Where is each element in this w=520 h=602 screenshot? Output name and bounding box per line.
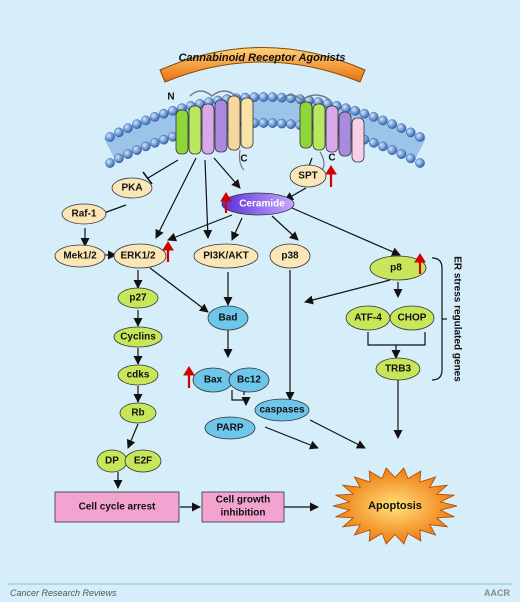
lipid-bead bbox=[396, 149, 407, 159]
lipid-bead bbox=[140, 141, 151, 152]
lipid-bead bbox=[405, 153, 416, 164]
cdks-node bbox=[117, 364, 159, 386]
lipid-bead bbox=[378, 115, 388, 126]
bad-node bbox=[207, 305, 249, 331]
lipid-bead bbox=[368, 112, 379, 122]
atf4-node bbox=[345, 305, 391, 331]
lipid-bead bbox=[140, 115, 151, 126]
raf1-node bbox=[61, 203, 107, 225]
erk12-node bbox=[113, 243, 167, 269]
pka-node bbox=[111, 177, 153, 199]
trb3-node bbox=[375, 357, 421, 381]
spt-node bbox=[289, 164, 327, 188]
lipid-bead bbox=[258, 118, 269, 128]
lipid-bead bbox=[158, 134, 169, 145]
lipid-bead bbox=[368, 138, 379, 148]
lipid-bead bbox=[396, 123, 407, 133]
chop-node bbox=[389, 305, 435, 331]
lipid-bead bbox=[167, 106, 178, 116]
p8-node bbox=[369, 255, 427, 281]
receptor-helices-1 bbox=[175, 90, 254, 155]
rb-node bbox=[119, 402, 157, 424]
lipid-bead bbox=[387, 119, 398, 129]
c-terminal-label-1: C bbox=[240, 153, 248, 165]
upregulation-arrows bbox=[162, 165, 426, 388]
bax-node bbox=[192, 367, 234, 393]
lipid-bead bbox=[114, 127, 124, 138]
cell-cycle-arrest-box bbox=[54, 491, 180, 523]
lipid-bead bbox=[105, 158, 115, 168]
lipid-bead bbox=[350, 106, 361, 116]
lipid-bead bbox=[258, 92, 269, 102]
n-terminal-label: N bbox=[167, 91, 175, 103]
lipid-bead bbox=[276, 118, 287, 129]
lipid-bead bbox=[415, 132, 425, 142]
lipid-bead bbox=[149, 112, 160, 122]
parp-node bbox=[204, 416, 256, 440]
lipid-bead bbox=[105, 132, 115, 142]
lipid-bead bbox=[267, 92, 278, 102]
lipid-bead bbox=[415, 158, 425, 168]
apoptosis-burst bbox=[332, 467, 458, 545]
footer-logo: AACR bbox=[484, 588, 510, 598]
receptor-helices-2 bbox=[238, 94, 365, 173]
e2f-node bbox=[124, 449, 162, 473]
lipid-bead bbox=[341, 103, 351, 113]
lipid-bead bbox=[286, 119, 296, 129]
lipid-bead bbox=[378, 141, 388, 152]
footer-source: Cancer Research Reviews bbox=[10, 588, 117, 598]
lipid-bead bbox=[123, 123, 133, 133]
agonist-arc bbox=[159, 47, 366, 83]
lipid-bead bbox=[359, 108, 370, 119]
lipid-bead bbox=[123, 149, 133, 159]
lipid-bead bbox=[132, 119, 142, 129]
ceramide-node bbox=[221, 192, 295, 216]
lipid-bead bbox=[158, 108, 169, 119]
pi3k-node bbox=[193, 243, 259, 269]
lipid-bead bbox=[132, 145, 142, 155]
lipid-bead bbox=[114, 153, 124, 164]
cyclins-node bbox=[113, 326, 163, 348]
caspases-node bbox=[254, 398, 310, 422]
lipid-bead bbox=[405, 127, 416, 138]
lipid-bead bbox=[149, 138, 160, 148]
lipid-bead bbox=[267, 118, 278, 128]
cell-growth-inhibition-box bbox=[201, 491, 285, 523]
p38-node bbox=[269, 243, 311, 269]
cell-membrane bbox=[103, 92, 426, 168]
bc12-node bbox=[228, 367, 270, 393]
lipid-bead bbox=[387, 145, 398, 155]
c-terminal-label-2: C bbox=[328, 152, 336, 164]
p27-node bbox=[117, 287, 159, 309]
agonist-label: Cannabinoid Receptor Agonists bbox=[178, 52, 346, 64]
dp-node bbox=[96, 449, 128, 473]
mek12-node bbox=[54, 244, 106, 268]
er-stress-bracket-label: ER stress regulated genes bbox=[451, 256, 463, 382]
pathway-arrows bbox=[80, 157, 447, 512]
